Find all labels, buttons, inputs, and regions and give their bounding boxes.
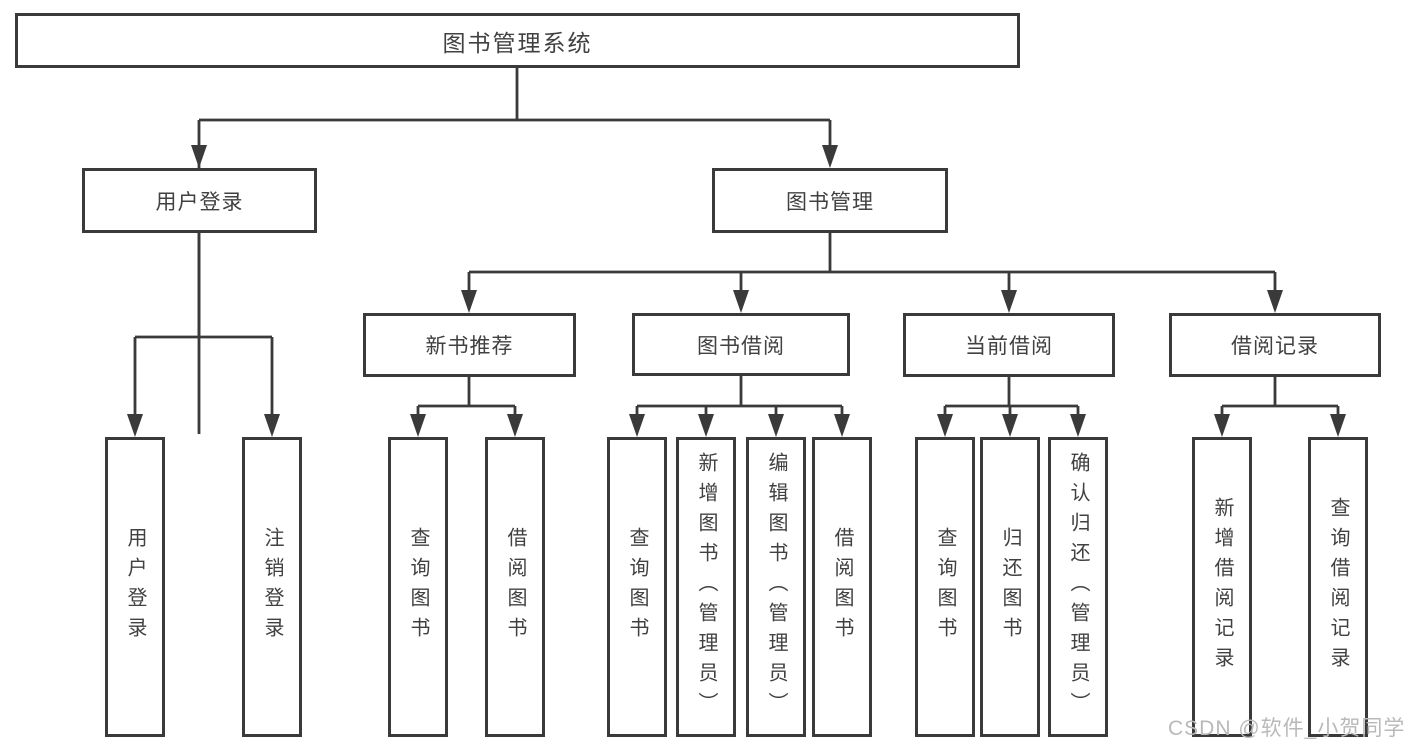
leaf-borrow-books-1: 借阅图书 <box>485 437 545 737</box>
leaf-query-books-3-label: 查询图书 <box>934 527 956 647</box>
leaf-query-books-1-label: 查询图书 <box>407 527 429 647</box>
node-current-borrowing-label: 当前借阅 <box>965 335 1053 358</box>
leaf-query-books-1: 查询图书 <box>388 437 448 737</box>
leaf-logout: 注销登录 <box>242 437 302 737</box>
leaf-add-books-admin: 新增图书（管理员） <box>676 437 736 737</box>
csdn-watermark: CSDN @软件_小贺同学 <box>1168 717 1405 740</box>
leaf-edit-books-admin: 编辑图书（管理员） <box>746 437 806 737</box>
node-new-book-recommend: 新书推荐 <box>363 313 576 377</box>
node-book-management: 图书管理 <box>712 168 948 233</box>
leaf-return-books-label: 归还图书 <box>999 527 1021 647</box>
node-library-system: 图书管理系统 <box>15 13 1020 68</box>
leaf-user-login: 用户登录 <box>105 437 165 737</box>
leaf-query-books-2-label: 查询图书 <box>626 527 648 647</box>
arrowheads <box>127 145 1346 437</box>
node-borrowing-records: 借阅记录 <box>1169 313 1381 377</box>
leaf-return-books: 归还图书 <box>980 437 1040 737</box>
leaf-confirm-return-admin-label: 确认归还（管理员） <box>1067 452 1089 722</box>
leaf-add-books-admin-label: 新增图书（管理员） <box>695 452 717 722</box>
leaf-borrow-books-1-label: 借阅图书 <box>504 527 526 647</box>
leaf-borrow-books-2: 借阅图书 <box>812 437 872 737</box>
leaf-query-books-2: 查询图书 <box>607 437 667 737</box>
leaf-borrow-books-2-label: 借阅图书 <box>831 527 853 647</box>
leaf-user-login-label: 用户登录 <box>124 527 146 647</box>
leaf-query-borrow-record-label: 查询借阅记录 <box>1327 497 1349 677</box>
node-book-management-label: 图书管理 <box>786 190 874 214</box>
node-book-borrowing-label: 图书借阅 <box>697 334 785 358</box>
node-current-borrowing: 当前借阅 <box>903 313 1115 377</box>
leaf-query-books-3: 查询图书 <box>915 437 975 737</box>
leaf-confirm-return-admin: 确认归还（管理员） <box>1048 437 1108 737</box>
node-library-system-label: 图书管理系统 <box>442 29 593 56</box>
node-user-login-label: 用户登录 <box>155 190 244 214</box>
leaf-edit-books-admin-label: 编辑图书（管理员） <box>765 452 787 722</box>
node-new-book-recommend-label: 新书推荐 <box>425 335 514 358</box>
leaf-add-borrow-record: 新增借阅记录 <box>1192 437 1252 737</box>
node-borrowing-records-label: 借阅记录 <box>1231 335 1319 358</box>
leaf-logout-label: 注销登录 <box>261 527 283 647</box>
node-book-borrowing: 图书借阅 <box>632 313 850 376</box>
leaf-query-borrow-record: 查询借阅记录 <box>1308 437 1368 737</box>
leaf-add-borrow-record-label: 新增借阅记录 <box>1211 497 1233 677</box>
node-user-login: 用户登录 <box>82 168 317 233</box>
